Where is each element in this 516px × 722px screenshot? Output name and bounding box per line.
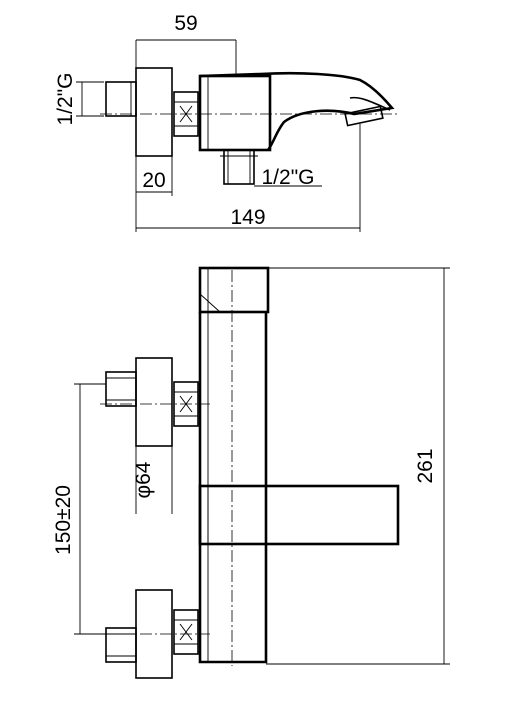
dimension-label-center-distance: 150±20: [52, 485, 75, 555]
spout-block: [198, 484, 400, 546]
dimension-label-diameter: φ64: [132, 461, 155, 498]
upper-wall-flange: [135, 357, 173, 447]
dimension-label-149: 149: [230, 206, 265, 229]
mixer-body: [198, 74, 272, 152]
inlet-connector: [105, 81, 137, 117]
dimension-thread-left: 1/2"G: [54, 73, 104, 126]
dimension-261: 261: [266, 267, 450, 665]
dimension-label-20: 20: [142, 169, 165, 192]
spout-outlet: [344, 105, 384, 127]
dimension-label-261: 261: [414, 448, 437, 483]
outlet-connector: [223, 149, 255, 185]
hex-nut: [173, 91, 199, 137]
wall-flange: [135, 67, 173, 157]
upper-hex-nut: [173, 381, 199, 427]
dimension-150: 150±20: [52, 383, 106, 635]
dimension-label-thread-left: 1/2"G: [54, 73, 77, 126]
lower-hex-nut: [173, 609, 199, 655]
dimension-thread-outlet: 1/2"G: [254, 166, 322, 189]
dimension-59: 59: [135, 12, 237, 74]
front-view: 261: [52, 266, 450, 679]
upper-inlet-connector: [105, 371, 137, 407]
dimension-149: 149: [135, 124, 361, 232]
dimension-label-59: 59: [174, 12, 197, 35]
spout-outline: [199, 71, 395, 151]
dimension-diameter-64: φ64: [132, 446, 173, 514]
dimension-label-thread-outlet: 1/2"G: [262, 166, 315, 189]
lower-inlet-connector: [105, 627, 137, 663]
lever-handle: [198, 266, 270, 314]
top-view: 59 1/2"G: [54, 12, 400, 232]
dimension-20: 20: [135, 156, 173, 196]
